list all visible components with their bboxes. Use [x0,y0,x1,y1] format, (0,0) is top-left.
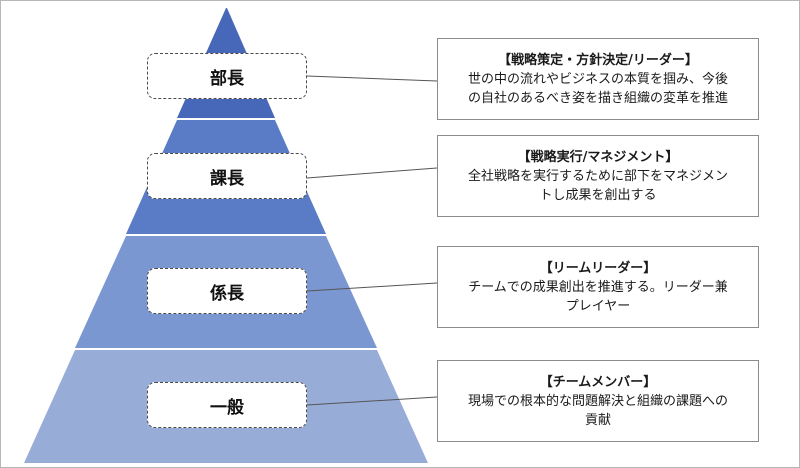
description-box-bucho: 【戦略策定・方針決定/リーダー】 世の中の流れやビジネスの本質を掴み、今後 の自… [437,38,759,120]
level-label-kakaricho: 係長 [147,268,307,314]
description-box-ippan: 【チームメンバー】 現場での根本的な問題解決と組織の課題への 貢献 [437,360,759,442]
level-label-ippan: 一般 [147,382,307,428]
description-line: チームでの成果創出を推進する。リーダー兼 [468,279,728,295]
description-line: 世の中の流れやビジネスの本質を掴み、今後 [467,71,728,87]
description-title: 【戦略実行/マネジメント】 [517,149,679,165]
connector-line-2 [306,167,438,179]
description-line: の自社のあるべき姿を描き組織の変革を推進 [467,90,728,106]
connector-line-4 [306,396,438,406]
level-label-kacho: 課長 [147,153,307,199]
description-line: 貢献 [584,412,611,428]
connector-line-1 [306,75,438,82]
description-title: 【チームメンバー】 [539,374,657,390]
description-box-kakaricho: 【リームリーダー】 チームでの成果創出を推進する。リーダー兼 プレイヤー [437,246,759,328]
description-title: 【戦略策定・方針決定/リーダー】 [498,52,698,68]
description-line: 全社戦略を実行するために部下をマネジメン [467,168,728,184]
description-line: プレイヤー [565,298,631,314]
description-line: トし成果を創出する [539,187,657,203]
description-box-kacho: 【戦略実行/マネジメント】 全社戦略を実行するために部下をマネジメン トし成果を… [437,135,759,217]
level-label-bucho: 部長 [147,53,307,99]
description-line: 現場での根本的な問題解決と組織の課題への [467,393,728,409]
description-title: 【リームリーダー】 [539,260,657,276]
connector-line-3 [306,282,438,292]
